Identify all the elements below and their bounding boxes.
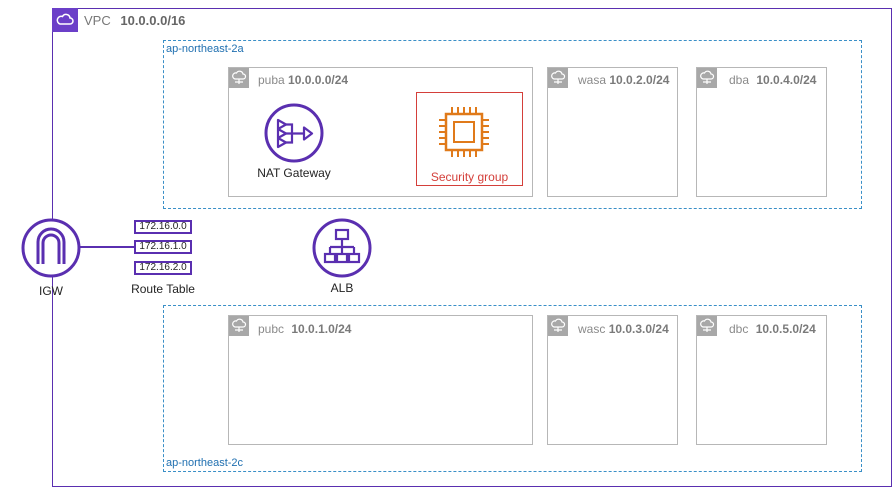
subnet-icon xyxy=(229,316,249,336)
az-c-label: ap-northeast-2c xyxy=(166,457,244,469)
subnet-icon xyxy=(697,316,717,336)
subnet-wasa xyxy=(547,67,678,197)
vpc-name: VPC xyxy=(84,13,111,28)
subnet-wasc-label: wasc 10.0.3.0/24 xyxy=(578,322,669,336)
subnet-dba xyxy=(696,67,827,197)
route-table-entry: 172.16.1.0 xyxy=(134,240,192,254)
route-table-label: Route Table xyxy=(131,282,195,296)
az-a-label: ap-northeast-2a xyxy=(166,43,244,55)
subnet-pubc xyxy=(228,315,533,445)
security-group xyxy=(416,92,523,186)
subnet-dbc xyxy=(696,315,827,445)
subnet-wasc xyxy=(547,315,678,445)
vpc-cloud-icon xyxy=(52,8,78,32)
availability-zone-a xyxy=(163,40,862,209)
ec2-instance-icon xyxy=(436,102,492,162)
subnet-icon xyxy=(548,68,568,88)
subnet-icon xyxy=(229,68,249,88)
subnet-icon xyxy=(697,68,717,88)
vpc-label: VPC 10.0.0.0/16 xyxy=(84,13,185,28)
subnet-puba-label: puba 10.0.0.0/24 xyxy=(258,73,349,87)
subnet-icon xyxy=(548,316,568,336)
route-table-entry: 172.16.2.0 xyxy=(134,261,192,275)
security-group-label: Security group xyxy=(430,170,509,184)
subnet-wasa-label: wasa 10.0.2.0/24 xyxy=(578,73,670,87)
alb-label: ALB xyxy=(330,281,354,295)
nat-gateway-label: NAT Gateway xyxy=(257,166,331,180)
subnet-pubc-label: pubc 10.0.1.0/24 xyxy=(258,322,352,336)
subnet-dba-label: dba 10.0.4.0/24 xyxy=(729,73,817,87)
route-table-entry: 172.16.0.0 xyxy=(134,220,192,234)
load-balancer-icon xyxy=(312,218,372,278)
igw-label: IGW xyxy=(39,284,63,298)
subnet-puba xyxy=(228,67,533,197)
nat-gateway-icon xyxy=(264,103,324,163)
igw-route-connector xyxy=(80,246,136,248)
subnet-dbc-label: dbc 10.0.5.0/24 xyxy=(729,322,816,336)
vpc-cidr: 10.0.0.0/16 xyxy=(120,13,186,28)
internet-gateway-icon xyxy=(21,218,81,278)
availability-zone-c xyxy=(163,305,862,472)
